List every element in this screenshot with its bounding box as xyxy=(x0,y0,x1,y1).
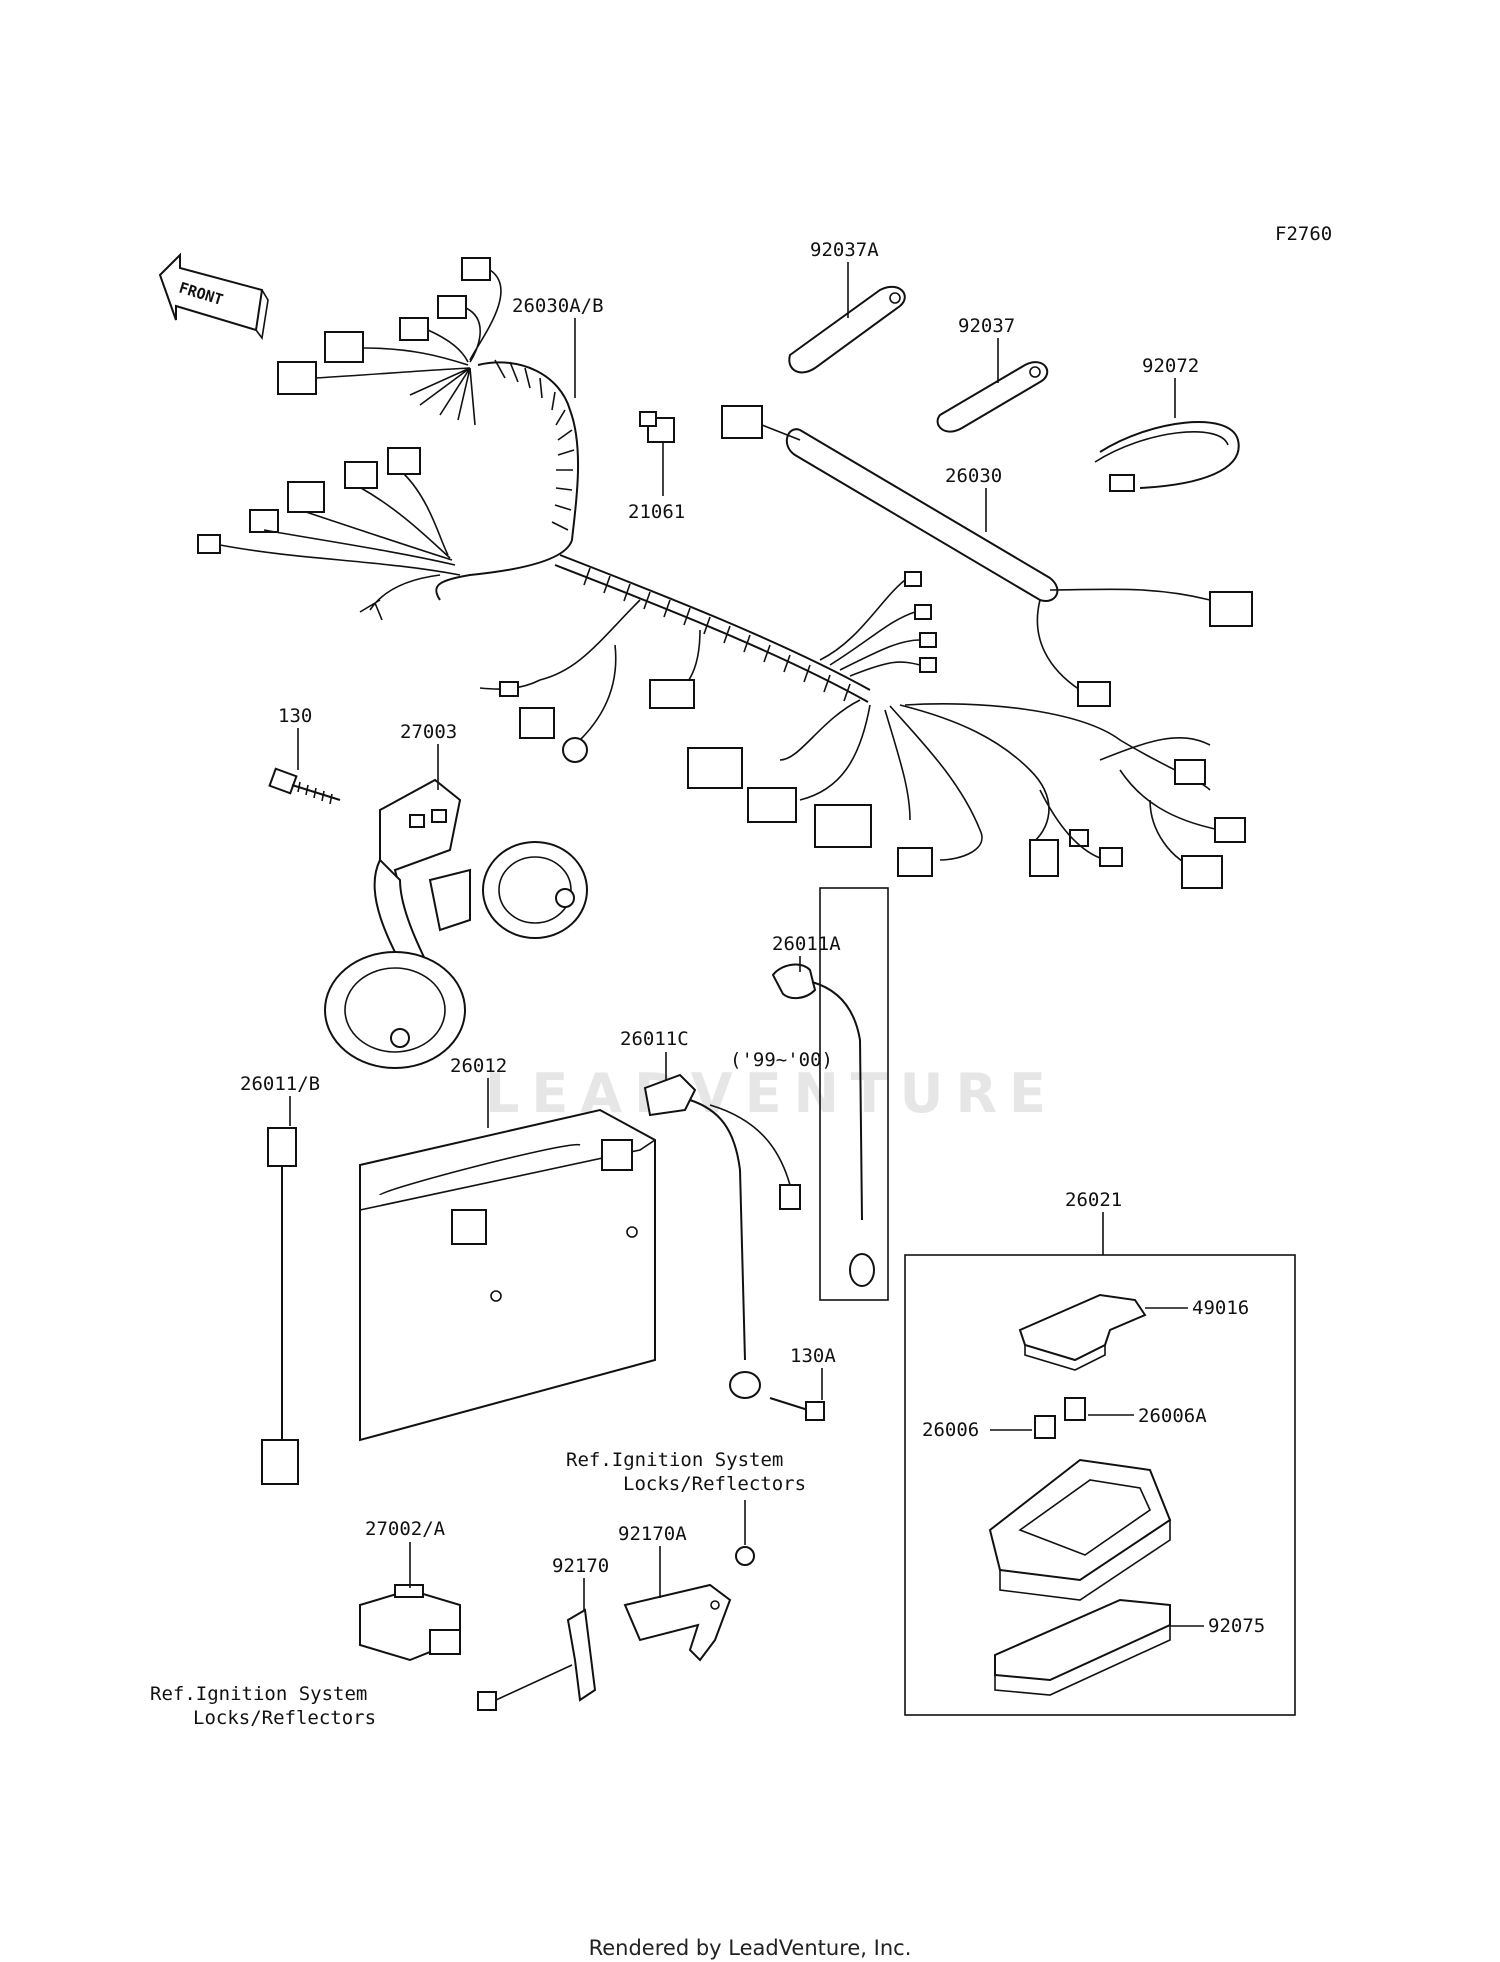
part-92075-cover xyxy=(994,1598,1171,1696)
label-26030ab: 26030A/B xyxy=(512,295,604,317)
bolt-icon xyxy=(477,1691,497,1711)
label-26011c: 26011C xyxy=(620,1028,689,1050)
part-130a-bolt xyxy=(769,1397,825,1421)
part-21061 xyxy=(639,411,675,443)
part-26006a-fuse xyxy=(1064,1397,1086,1421)
part-27003-horn-assembly xyxy=(324,778,588,1069)
figure-code: F2760 xyxy=(1275,223,1332,245)
label-130a: 130A xyxy=(790,1345,836,1367)
label-26021: 26021 xyxy=(1065,1189,1122,1211)
label-92170a: 92170A xyxy=(618,1523,687,1545)
watermark-text: LEADVENTURE xyxy=(485,1062,1058,1125)
label-92075: 92075 xyxy=(1208,1615,1265,1637)
part-92072-cable-tie xyxy=(1094,421,1240,492)
fuse-box-body xyxy=(988,1458,1172,1601)
label-27003: 27003 xyxy=(400,721,457,743)
part-26006-fuse xyxy=(1034,1415,1056,1439)
part-26011a-cable xyxy=(771,963,875,1287)
box-26011a xyxy=(819,887,889,1301)
label-130: 130 xyxy=(278,705,312,727)
part-26030-harness xyxy=(721,405,1253,707)
part-92170-bracket xyxy=(566,1608,597,1702)
part-26012-battery xyxy=(359,1108,656,1442)
front-arrow-icon: FRONT xyxy=(158,252,269,340)
footer-credit: Rendered by LeadVenture, Inc. xyxy=(588,1936,912,1960)
ref-ignition-lower-line1: Ref.Ignition System xyxy=(150,1683,367,1705)
label-26012: 26012 xyxy=(450,1055,507,1077)
main-wiring-harness xyxy=(197,257,1246,889)
part-49016-cover xyxy=(1018,1293,1147,1371)
part-27002a-relay xyxy=(359,1584,461,1662)
part-26011b-cable xyxy=(261,1127,299,1485)
label-49016: 49016 xyxy=(1192,1297,1249,1319)
part-92037a xyxy=(788,285,906,374)
label-92072: 92072 xyxy=(1142,355,1199,377)
ref-ignition-upper-line2: Locks/Reflectors xyxy=(623,1473,806,1495)
ref-ignition-upper-line1: Ref.Ignition System xyxy=(566,1449,783,1471)
nut-icon xyxy=(735,1546,755,1566)
part-130-bolt xyxy=(268,767,341,805)
box-26021 xyxy=(904,1254,1296,1716)
label-26011b: 26011/B xyxy=(240,1073,320,1095)
label-26006a: 26006A xyxy=(1138,1405,1207,1427)
label-26006: 26006 xyxy=(922,1419,979,1441)
label-26030: 26030 xyxy=(945,465,1002,487)
leader-ref-lower xyxy=(495,1664,573,1701)
part-26011c-cable xyxy=(643,1073,801,1399)
label-21061: 21061 xyxy=(628,501,685,523)
label-92037: 92037 xyxy=(958,315,1015,337)
label-years: ('99~'00) xyxy=(730,1049,833,1071)
label-26011a: 26011A xyxy=(772,933,841,955)
label-92037a: 92037A xyxy=(810,239,879,261)
part-92037 xyxy=(936,361,1049,433)
ref-ignition-lower-line2: Locks/Reflectors xyxy=(193,1707,376,1729)
label-92170: 92170 xyxy=(552,1555,609,1577)
part-92170a-bracket xyxy=(623,1583,732,1662)
label-27002a: 27002/A xyxy=(365,1518,446,1540)
